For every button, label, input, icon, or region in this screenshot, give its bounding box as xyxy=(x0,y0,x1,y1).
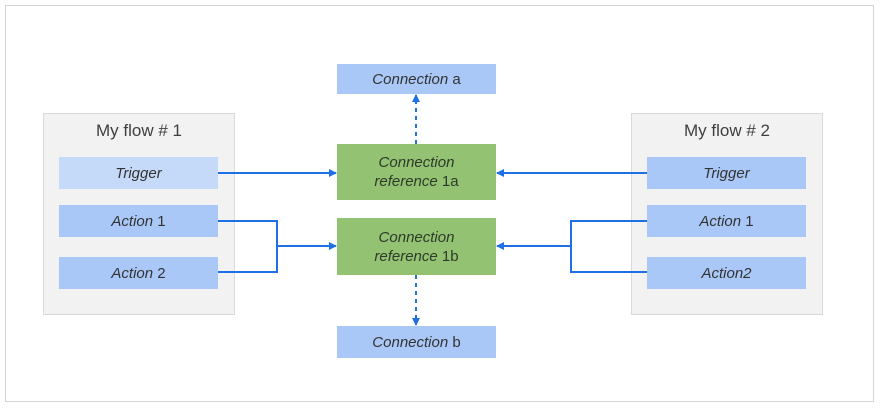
connection-reference-1a-line1: Connection xyxy=(378,154,455,171)
flow-2-action-1-number: 1 xyxy=(741,212,754,230)
line-flow2-actions xyxy=(570,220,647,273)
flow-1-title: My flow # 1 xyxy=(96,121,182,140)
connection-reference-1a-suffix: 1a xyxy=(437,173,459,190)
flow-2-title: My flow # 2 xyxy=(684,121,770,140)
flow-1-trigger: Trigger xyxy=(59,157,218,189)
connection-a-suffix: a xyxy=(448,70,461,88)
line-flow1-action1 xyxy=(218,220,278,273)
flow-1-action-2-number: 2 xyxy=(153,264,166,282)
flow-1-trigger-label: Trigger xyxy=(115,164,162,182)
flow-1-action-1: Action 1 xyxy=(59,205,218,237)
connection-reference-1b: Connection reference 1b xyxy=(337,218,496,275)
connection-reference-1a: Connection reference 1a xyxy=(337,144,496,200)
connection-b-suffix: b xyxy=(448,333,461,351)
connection-reference-1b-suffix: 1b xyxy=(437,247,459,265)
connection-reference-1b-line2: reference xyxy=(374,247,438,265)
flow-2-trigger-label: Trigger xyxy=(703,164,750,182)
connection-a: Connection a xyxy=(337,64,496,94)
flow-1-action-1-label: Action xyxy=(111,212,154,230)
flow-1-action-1-number: 1 xyxy=(153,212,166,230)
connection-b: Connection b xyxy=(337,326,496,358)
flow-2-action-1-label: Action xyxy=(699,212,742,230)
flow-2-action-1: Action 1 xyxy=(647,205,806,237)
flow-2-action-2: Action2 xyxy=(647,257,806,289)
flow-1-action-2-label: Action xyxy=(111,264,154,282)
flow-2-action-2-label: Action2 xyxy=(701,264,752,282)
connection-b-label: Connection xyxy=(372,333,449,351)
connection-reference-1a-line2: reference xyxy=(374,173,438,190)
flow-1-action-2: Action 2 xyxy=(59,257,218,289)
connection-a-label: Connection xyxy=(372,70,449,88)
flow-2-trigger: Trigger xyxy=(647,157,806,189)
connection-reference-1b-line1: Connection xyxy=(378,228,455,246)
